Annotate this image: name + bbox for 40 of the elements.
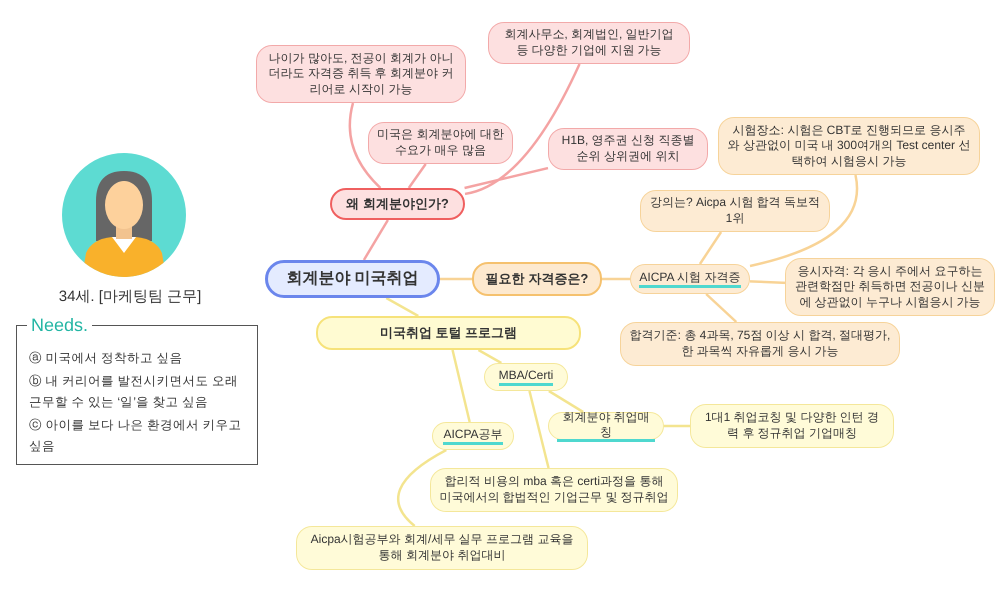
connector-line [478,348,502,364]
subtopic-bubble: 회계분야 취업매칭 [548,412,664,440]
subtopic-bubble: 합리적 비용의 mba 혹은 certi과정을 통해 미국에서의 합법적인 기업근무 및 정규취업 [430,468,678,512]
connector-line [397,448,447,527]
connector-line [386,296,419,318]
branch-topic: 미국취업 토털 프로그램 [316,316,581,350]
connector-line [602,278,630,280]
connector-line [440,278,472,280]
connector-line [348,102,382,189]
need-item: ⓐ 미국에서 정착하고 싶음 [29,350,184,367]
subtopic-bubble: 시험장소: 시험은 CBT로 진행되므로 응시주와 상관없이 미국 내 300여개의 Test center 선택하여 시험응시 가능 [718,117,980,175]
connector-line [698,231,722,265]
subtopic-bubble: 강의는? Aicpa 시험 합격 독보적 1위 [640,190,830,232]
need-item: ⓒ 아이를 보다 나은 환경에서 키우고 싶음 [29,417,242,455]
connector-line [705,293,738,323]
connector-line [464,63,581,196]
branch-topic: 필요한 자격증은? [472,262,602,296]
connector-line [451,350,471,422]
subtopic-bubble: 1대1 취업코칭 및 다양한 인턴 경력 후 정규취업 기업매칭 [690,404,894,448]
connector-line [548,390,584,414]
connector-line [750,174,858,268]
subtopic-bubble: Aicpa시험공부와 회계/세무 실무 프로그램 교육을 통해 회계분야 취업대비 [296,526,588,570]
connector-line [528,390,550,468]
connector-line [750,280,786,284]
persona-caption: 34세. [마케팅팀 근무] [58,287,202,307]
central-topic: 회계분야 미국취업 [265,260,440,298]
subtopic-bubble: 합격기준: 총 4과목, 75점 이상 시 합격, 절대평가, 한 과목씩 자유롭게 응시 가능 [620,322,900,366]
subtopic-bubble: 미국은 회계분야에 대한 수요가 매우 많음 [368,122,513,164]
connector-line [664,424,692,428]
connector-line [362,219,389,261]
branch-topic: 왜 회계분야인가? [330,188,465,220]
connector-line [464,166,548,190]
connector-line [408,163,427,189]
subtopic-bubble: 나이가 많아도, 전공이 회계가 아니더라도 자격증 취득 후 회계분야 커리어로 시작이 가능 [256,45,466,103]
subtopic-bubble: 응시자격: 각 응시 주에서 요구하는 관련학점만 취득하면 전공이나 신분에 상관없이 누구나 시험응시 가능 [785,258,995,316]
subtopic-bubble: AICPA공부 [432,422,514,450]
subtopic-bubble: AICPA 시험 자격증 [630,264,750,294]
subtopic-bubble: 회계사무소, 회계법인, 일반기업 등 다양한 기업에 지원 가능 [488,22,690,64]
subtopic-bubble: H1B, 영주권 신청 직종별 순위 상위권에 위치 [548,128,708,170]
subtopic-bubble: MBA/Certi [484,363,568,391]
